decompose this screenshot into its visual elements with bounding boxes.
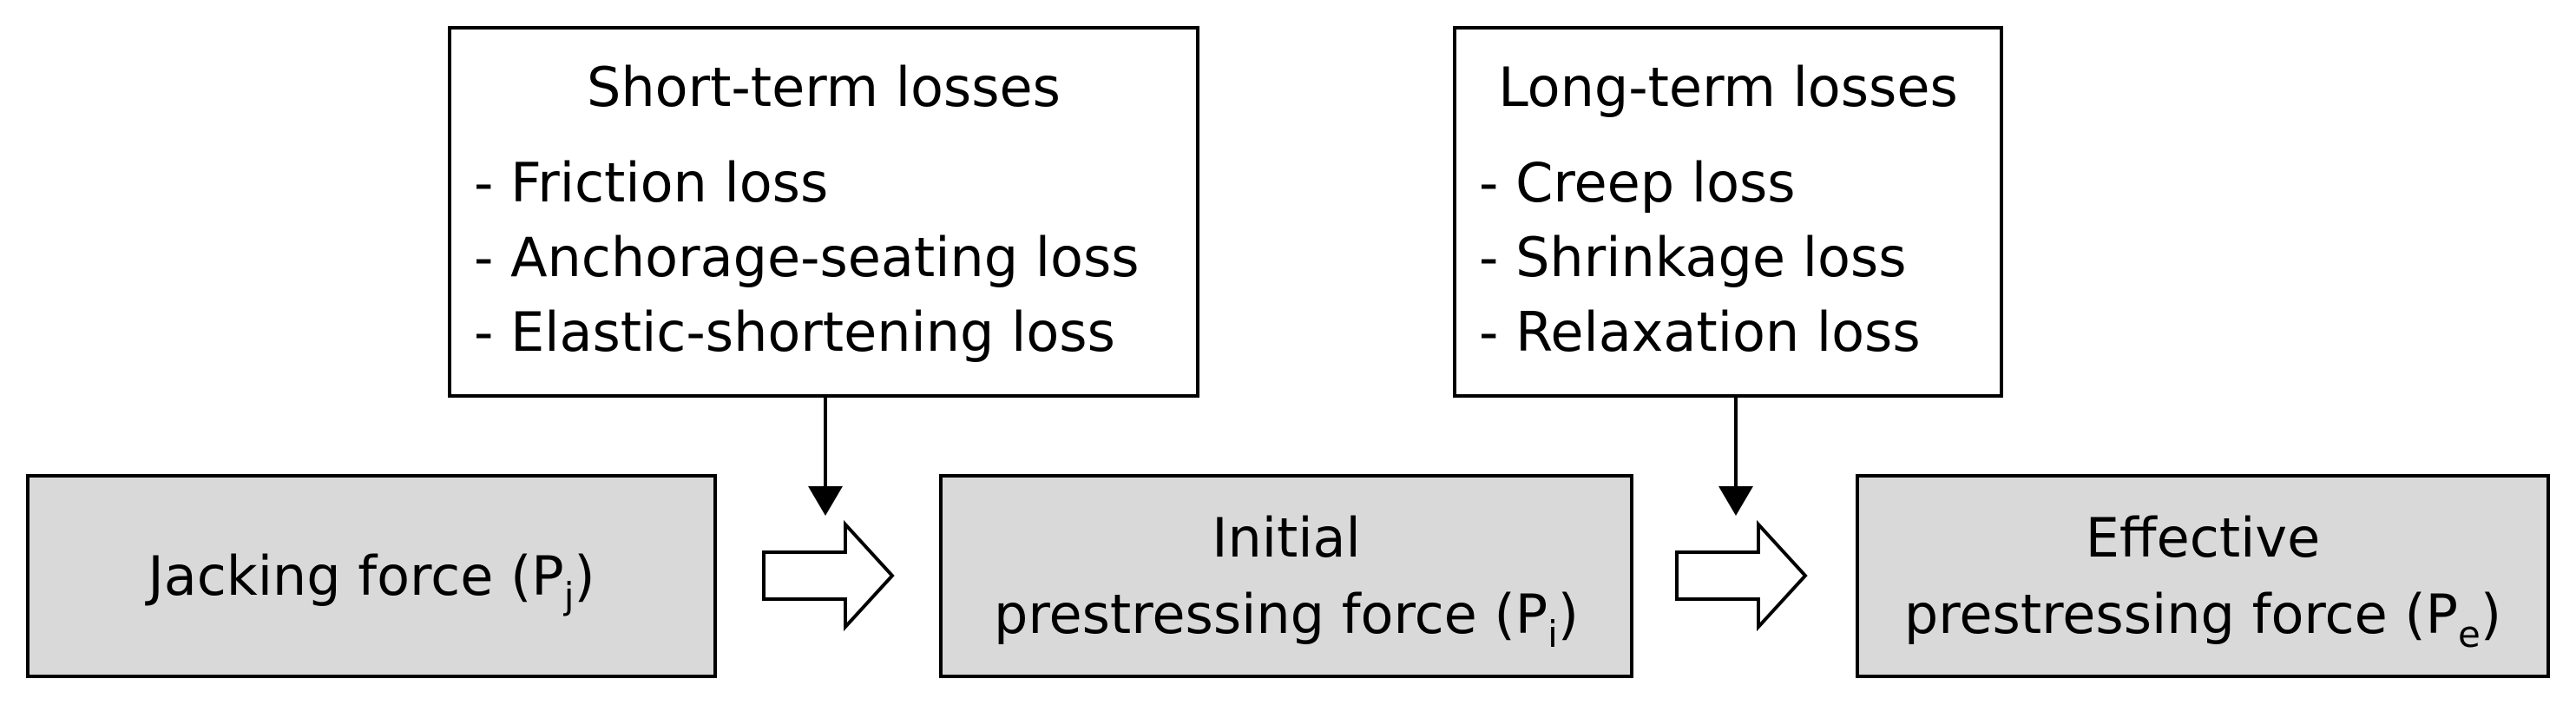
relaxation-loss-item: - Relaxation loss (1479, 300, 1921, 364)
long-term-down-arrow (1718, 398, 1753, 516)
block-arrow-2 (1675, 519, 1808, 632)
short-term-losses-list: - Friction loss - Anchorage-seating loss… (451, 146, 1196, 370)
friction-loss-item: - Friction loss (474, 151, 829, 214)
effective-force-subscript: e (2458, 612, 2481, 656)
initial-force-line1: Initial (1212, 505, 1361, 570)
effective-force-label: prestressing force (Pe) (1903, 582, 2502, 656)
jacking-force-subscript: j (563, 574, 575, 617)
short-term-down-arrow (808, 398, 843, 516)
creep-loss-item: - Creep loss (1479, 151, 1796, 214)
jacking-force-box: Jacking force (Pj) (26, 474, 717, 678)
short-term-losses-box: Short-term losses - Friction loss - Anch… (448, 26, 1199, 398)
elastic-shortening-loss-item: - Elastic-shortening loss (474, 300, 1115, 364)
initial-force-subscript: i (1548, 612, 1558, 656)
long-term-losses-list: - Creep loss - Shrinkage loss - Relaxati… (1456, 146, 2000, 370)
long-term-losses-box: Long-term losses - Creep loss - Shrinkag… (1453, 26, 2003, 398)
shrinkage-loss-item: - Shrinkage loss (1479, 226, 1907, 289)
jacking-force-label: Jacking force (Pj) (148, 544, 595, 617)
initial-force-label: prestressing force (Pi) (994, 582, 1579, 656)
effective-force-line1: Effective (2085, 505, 2321, 570)
anchorage-seating-loss-item: - Anchorage-seating loss (474, 226, 1140, 289)
initial-prestressing-force-box: Initial prestressing force (Pi) (939, 474, 1633, 678)
effective-prestressing-force-box: Effective prestressing force (Pe) (1856, 474, 2550, 678)
short-term-losses-title: Short-term losses (587, 56, 1061, 119)
block-arrow-1 (762, 519, 895, 632)
long-term-losses-title: Long-term losses (1498, 56, 1958, 119)
